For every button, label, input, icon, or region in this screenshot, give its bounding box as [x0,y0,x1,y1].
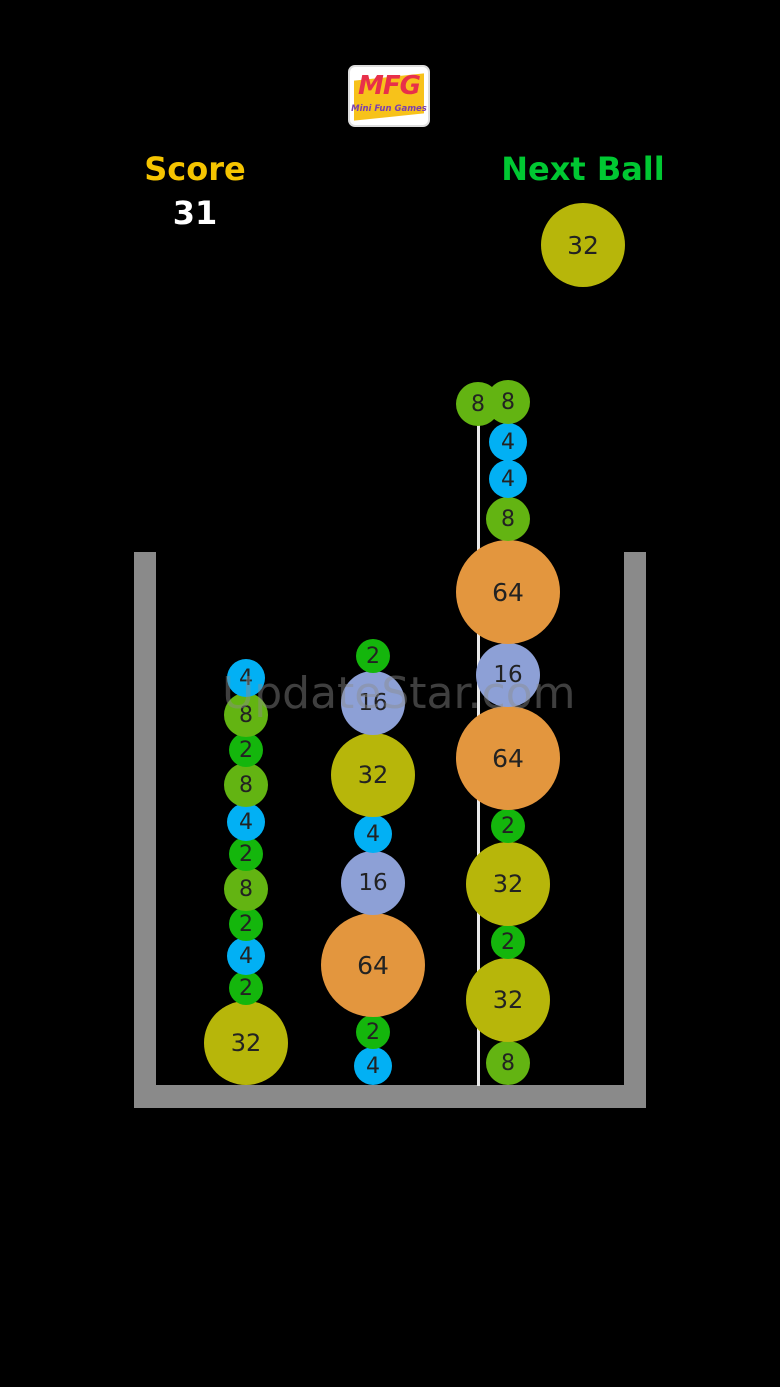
next-ball-label: Next Ball [501,150,665,188]
ball-left-8: 2 [229,733,263,767]
ball-right-6: 16 [476,643,540,707]
ball-left-1: 2 [229,971,263,1005]
ball-right-1: 32 [466,958,550,1042]
ball-left-7: 8 [224,763,268,807]
ball-left-10: 4 [227,659,265,697]
ball-left-6: 4 [227,803,265,841]
ball-middle-4: 4 [354,815,392,853]
ball-left-2: 4 [227,937,265,975]
ball-middle-7: 2 [356,639,390,673]
ball-middle-0: 4 [354,1047,392,1085]
container-floor [134,1085,646,1108]
container-left-wall [134,552,156,1108]
ball-left-5: 2 [229,837,263,871]
score-value: 31 [172,194,218,232]
ball-right-10: 4 [489,423,527,461]
next-ball-preview: 32 [541,203,625,287]
ball-middle-5: 32 [331,733,415,817]
ball-middle-1: 2 [356,1015,390,1049]
ball-right-0: 8 [486,1041,530,1085]
ball-left-0: 32 [204,1001,288,1085]
logo-subtext: Mini Fun Games [351,104,427,114]
ball-middle-3: 16 [341,851,405,915]
ball-right-5: 64 [456,706,560,810]
logo-text: MFG [358,71,421,101]
ball-right-3: 32 [466,842,550,926]
ball-right-7: 64 [456,540,560,644]
ball-right-9: 4 [489,460,527,498]
ball-right-8: 8 [486,497,530,541]
ball-middle-2: 64 [321,913,425,1017]
score-label: Score [144,150,246,188]
ball-right-2: 2 [491,925,525,959]
ball-left-4: 8 [224,867,268,911]
ball-left-3: 2 [229,907,263,941]
ball-middle-6: 16 [341,671,405,735]
ball-falling: 8 [456,382,500,426]
ball-left-9: 8 [224,693,268,737]
mfg-logo: MFG Mini Fun Games [348,65,430,127]
container-right-wall [624,552,646,1108]
ball-right-4: 2 [491,809,525,843]
